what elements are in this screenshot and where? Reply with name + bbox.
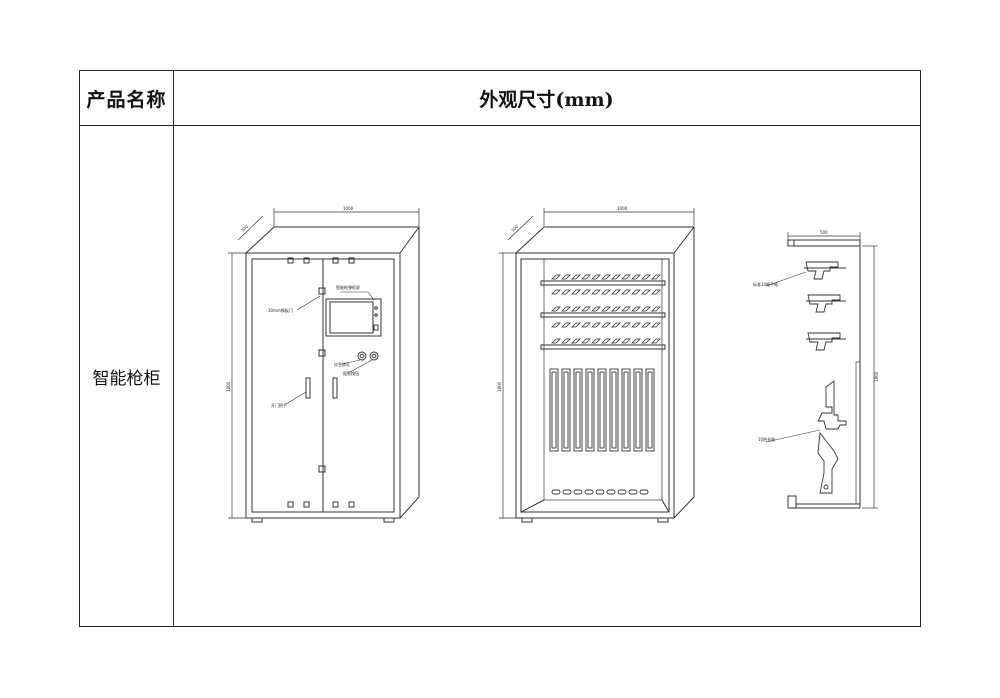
door-handle-label: 开门把手	[271, 402, 287, 408]
inside-width-label: 1000	[617, 206, 628, 211]
alarm-button-label: 报警按钮	[343, 370, 359, 376]
screen-label: 智能枪弹柜屏	[336, 284, 360, 290]
inside-depth-label: 500	[510, 224, 519, 233]
inside-height-label: 1800	[497, 381, 502, 392]
header-product-name: 产品名称	[86, 88, 167, 111]
header-dimensions: 外观尺寸(mm)	[479, 88, 614, 111]
header-divider	[80, 125, 920, 126]
inside-view	[499, 208, 696, 523]
rifle-label: 10把长枪	[758, 436, 775, 442]
front-depth-label: 500	[240, 224, 249, 233]
door-plate-label: 30mm钢板门	[268, 307, 293, 313]
side-depth-label: 500	[820, 230, 828, 235]
pistol-label: 标准10枪手枪	[753, 281, 778, 287]
front-view	[228, 208, 420, 523]
front-width-label: 1000	[343, 206, 354, 211]
emergency-lock-label: 应急锁孔	[334, 361, 350, 367]
front-height-label: 1800	[226, 381, 231, 392]
side-height-label: 1800	[874, 371, 879, 382]
product-name-cell: 智能枪柜	[92, 368, 161, 389]
side-view	[765, 232, 878, 509]
spec-table: 产品名称 外观尺寸(mm) 智能枪柜	[79, 70, 921, 627]
column-divider	[173, 71, 174, 626]
